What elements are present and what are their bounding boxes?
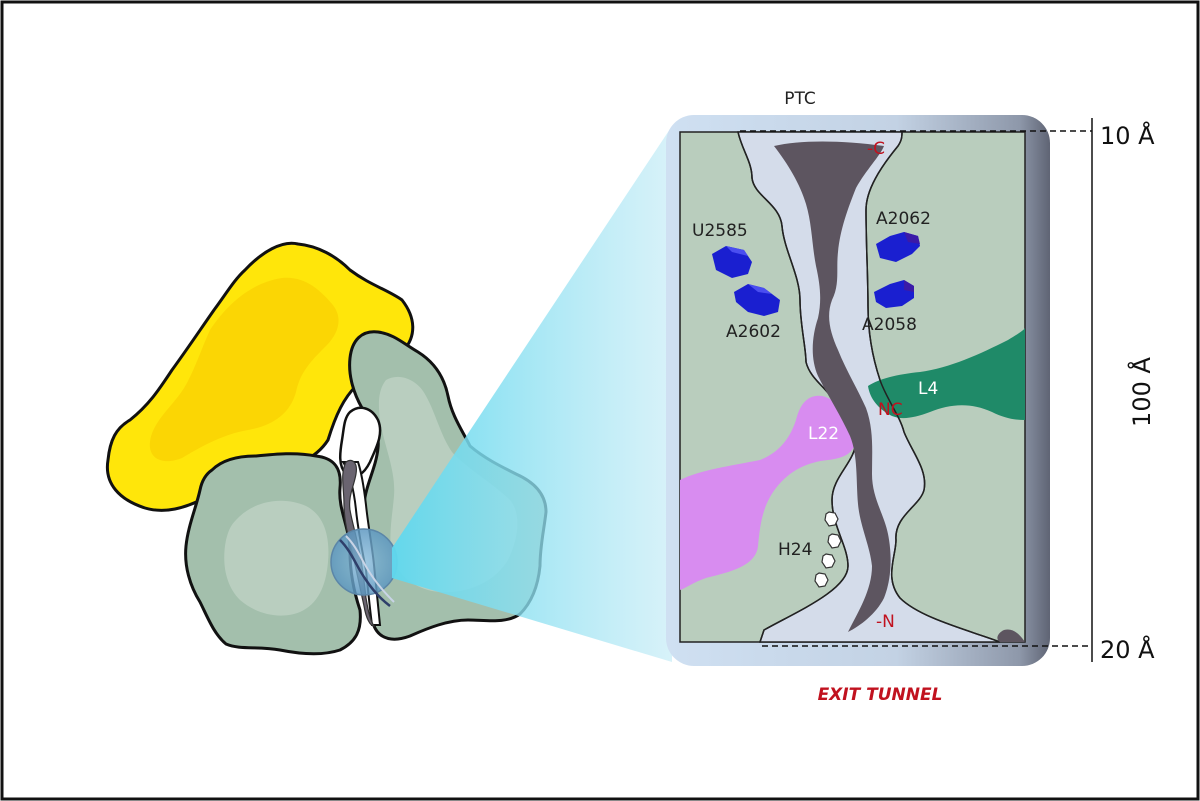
protein-l4 [868, 328, 1025, 420]
label-l22: L22 [808, 424, 839, 444]
nascent-peptide-small [342, 459, 376, 627]
a2062-nucleotide-icon [876, 232, 920, 262]
scale-bar: 10 Å 20 Å 100 Å [1091, 118, 1156, 664]
u2585-nucleotide-icon [712, 246, 752, 278]
scale-top-label: 10 Å [1100, 121, 1155, 150]
label-a2062: A2062 [876, 209, 931, 229]
label-a2058: A2058 [862, 315, 917, 335]
label-u2585: U2585 [692, 221, 748, 241]
label-n-terminus: -N [876, 612, 895, 632]
label-ptc: PTC [784, 89, 816, 109]
nascent-peptide [774, 141, 891, 632]
scale-length-label: 100 Å [1127, 356, 1156, 426]
a2602-nucleotide-icon [734, 284, 780, 316]
tunnel-panel: PTC U2585 A2602 A2062 A2058 -C NC -N L4 … [666, 89, 1092, 705]
h24-hexagons [814, 511, 842, 588]
label-c-terminus: -C [867, 139, 885, 159]
label-a2602: A2602 [726, 322, 781, 342]
label-exit-tunnel: EXIT TUNNEL [818, 685, 943, 705]
label-h24: H24 [778, 540, 812, 560]
scale-bottom-label: 20 Å [1100, 635, 1155, 664]
a2058-nucleotide-icon [874, 280, 914, 308]
label-nc: NC [878, 400, 903, 420]
zoom-beam [392, 126, 672, 662]
label-l4: L4 [918, 379, 938, 399]
protein-l22 [680, 395, 856, 590]
